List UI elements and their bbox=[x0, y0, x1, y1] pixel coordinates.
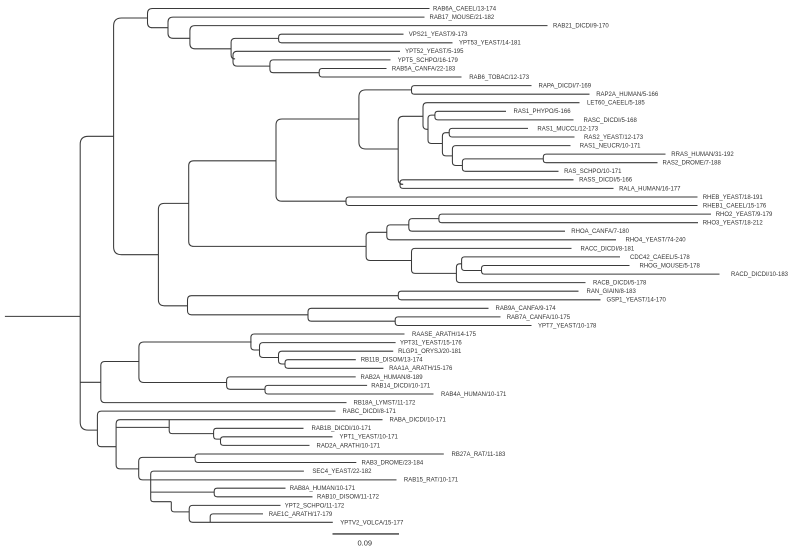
svg-text:YPT5_SCHPO/16-179: YPT5_SCHPO/16-179 bbox=[398, 58, 459, 64]
svg-text:RAB6_TOBAC/12-173: RAB6_TOBAC/12-173 bbox=[469, 75, 530, 81]
svg-text:RAD2A_ARATH/10-171: RAD2A_ARATH/10-171 bbox=[317, 443, 381, 449]
svg-text:RACB_DICDI/5-178: RACB_DICDI/5-178 bbox=[593, 281, 647, 287]
svg-text:0.09: 0.09 bbox=[358, 539, 373, 548]
svg-text:RAB2A_HUMAN/8-189: RAB2A_HUMAN/8-189 bbox=[361, 375, 424, 381]
svg-text:YPT31_YEAST/15-176: YPT31_YEAST/15-176 bbox=[400, 341, 462, 347]
svg-text:RB18A_LYMST/11-172: RB18A_LYMST/11-172 bbox=[354, 401, 416, 407]
svg-text:RRAS_HUMAN/31-192: RRAS_HUMAN/31-192 bbox=[671, 152, 734, 158]
svg-text:RAB7A_CANFA/10-175: RAB7A_CANFA/10-175 bbox=[507, 315, 571, 321]
svg-text:GSP1_YEAST/14-170: GSP1_YEAST/14-170 bbox=[607, 298, 667, 304]
svg-text:RAP2A_HUMAN/5-166: RAP2A_HUMAN/5-166 bbox=[596, 92, 659, 98]
svg-text:RAS2_DROME/7-188: RAS2_DROME/7-188 bbox=[663, 161, 722, 167]
svg-text:YPT53_YEAST/14-181: YPT53_YEAST/14-181 bbox=[459, 41, 521, 47]
svg-text:RLGP1_ORYSJ/20-181: RLGP1_ORYSJ/20-181 bbox=[398, 349, 462, 355]
svg-text:RAB1B_DICDI/10-171: RAB1B_DICDI/10-171 bbox=[312, 426, 372, 432]
svg-text:RAB3_DROME/23-184: RAB3_DROME/23-184 bbox=[362, 460, 424, 466]
svg-text:RAB10_DISOM/11-172: RAB10_DISOM/11-172 bbox=[317, 495, 380, 501]
svg-text:RHEB1_CAEEL/15-176: RHEB1_CAEEL/15-176 bbox=[703, 203, 767, 209]
svg-text:RAB17_MOUSE/21-182: RAB17_MOUSE/21-182 bbox=[430, 15, 495, 21]
svg-text:RAB8A_HUMAN/10-171: RAB8A_HUMAN/10-171 bbox=[290, 486, 356, 492]
svg-text:RAASE_ARATH/14-175: RAASE_ARATH/14-175 bbox=[412, 332, 477, 338]
svg-text:RACD_DICDI/10-183: RACD_DICDI/10-183 bbox=[731, 272, 789, 278]
svg-text:RAB15_RAT/10-171: RAB15_RAT/10-171 bbox=[404, 478, 459, 484]
svg-text:RAB6A_CAEEL/13-174: RAB6A_CAEEL/13-174 bbox=[433, 6, 497, 12]
svg-text:YPT1_YEAST/10-171: YPT1_YEAST/10-171 bbox=[340, 435, 399, 441]
svg-text:YPT7_YEAST/10-178: YPT7_YEAST/10-178 bbox=[538, 323, 597, 329]
svg-text:RAB14_DICDI/10-171: RAB14_DICDI/10-171 bbox=[371, 383, 431, 389]
svg-text:RABC_DICDI/8-171: RABC_DICDI/8-171 bbox=[343, 409, 397, 415]
svg-text:CDC42_CAEEL/5-178: CDC42_CAEEL/5-178 bbox=[630, 255, 690, 261]
svg-text:RAS1_PHYPO/5-166: RAS1_PHYPO/5-166 bbox=[514, 109, 572, 115]
svg-text:RAB5A_CANFA/22-183: RAB5A_CANFA/22-183 bbox=[392, 66, 456, 72]
svg-text:RALA_HUMAN/16-177: RALA_HUMAN/16-177 bbox=[619, 186, 681, 192]
svg-text:RAS2_YEAST/12-173: RAS2_YEAST/12-173 bbox=[584, 135, 644, 141]
svg-text:YPT52_YEAST/5-195: YPT52_YEAST/5-195 bbox=[405, 49, 464, 55]
svg-text:RAS1_MUCCL/12-173: RAS1_MUCCL/12-173 bbox=[537, 126, 598, 132]
svg-text:RAPA_DICDI/7-169: RAPA_DICDI/7-169 bbox=[539, 84, 592, 90]
svg-text:SEC4_YEAST/22-182: SEC4_YEAST/22-182 bbox=[312, 469, 372, 475]
svg-text:RACC_DICDI/8-181: RACC_DICDI/8-181 bbox=[581, 246, 635, 252]
svg-text:RHEB_YEAST/18-191: RHEB_YEAST/18-191 bbox=[703, 195, 764, 201]
svg-text:RABA_DICDI/10-171: RABA_DICDI/10-171 bbox=[390, 418, 447, 424]
svg-text:RASC_DICDI/5-168: RASC_DICDI/5-168 bbox=[584, 118, 638, 124]
svg-text:RAN_GIAIN/8-183: RAN_GIAIN/8-183 bbox=[587, 289, 637, 295]
svg-text:RASS_DICDI/5-166: RASS_DICDI/5-166 bbox=[579, 178, 633, 184]
svg-text:VPS21_YEAST/9-173: VPS21_YEAST/9-173 bbox=[409, 32, 468, 38]
svg-text:RAB4A_HUMAN/10-171: RAB4A_HUMAN/10-171 bbox=[441, 392, 507, 398]
svg-text:RHO4_YEAST/74-240: RHO4_YEAST/74-240 bbox=[626, 238, 687, 244]
svg-text:RAB21_DICDI/9-170: RAB21_DICDI/9-170 bbox=[553, 24, 609, 30]
svg-text:RAE1C_ARATH/17-179: RAE1C_ARATH/17-179 bbox=[269, 512, 333, 518]
svg-text:YPT2_SCHPO/11-172: YPT2_SCHPO/11-172 bbox=[285, 503, 345, 509]
svg-text:RAA1A_ARATH/15-176: RAA1A_ARATH/15-176 bbox=[389, 366, 453, 372]
svg-text:RB11B_DISOM/13-174: RB11B_DISOM/13-174 bbox=[361, 358, 424, 364]
svg-text:RAS_SCHPO/10-171: RAS_SCHPO/10-171 bbox=[564, 169, 622, 175]
svg-text:RHOA_CANFA/7-180: RHOA_CANFA/7-180 bbox=[571, 229, 629, 235]
svg-text:RHO2_YEAST/9-179: RHO2_YEAST/9-179 bbox=[716, 212, 773, 218]
svg-text:RB27A_RAT/11-183: RB27A_RAT/11-183 bbox=[452, 452, 506, 458]
svg-text:RAB9A_CANFA/9-174: RAB9A_CANFA/9-174 bbox=[496, 306, 557, 312]
svg-text:RHO3_YEAST/18-212: RHO3_YEAST/18-212 bbox=[703, 221, 764, 227]
svg-text:LET60_CAEEL/5-185: LET60_CAEEL/5-185 bbox=[587, 101, 645, 107]
svg-text:RHOG_MOUSE/5-178: RHOG_MOUSE/5-178 bbox=[640, 263, 701, 269]
svg-text:YPTV2_VOLCA/15-177: YPTV2_VOLCA/15-177 bbox=[340, 520, 404, 526]
svg-text:RAS1_NEUCR/10-171: RAS1_NEUCR/10-171 bbox=[580, 144, 641, 150]
